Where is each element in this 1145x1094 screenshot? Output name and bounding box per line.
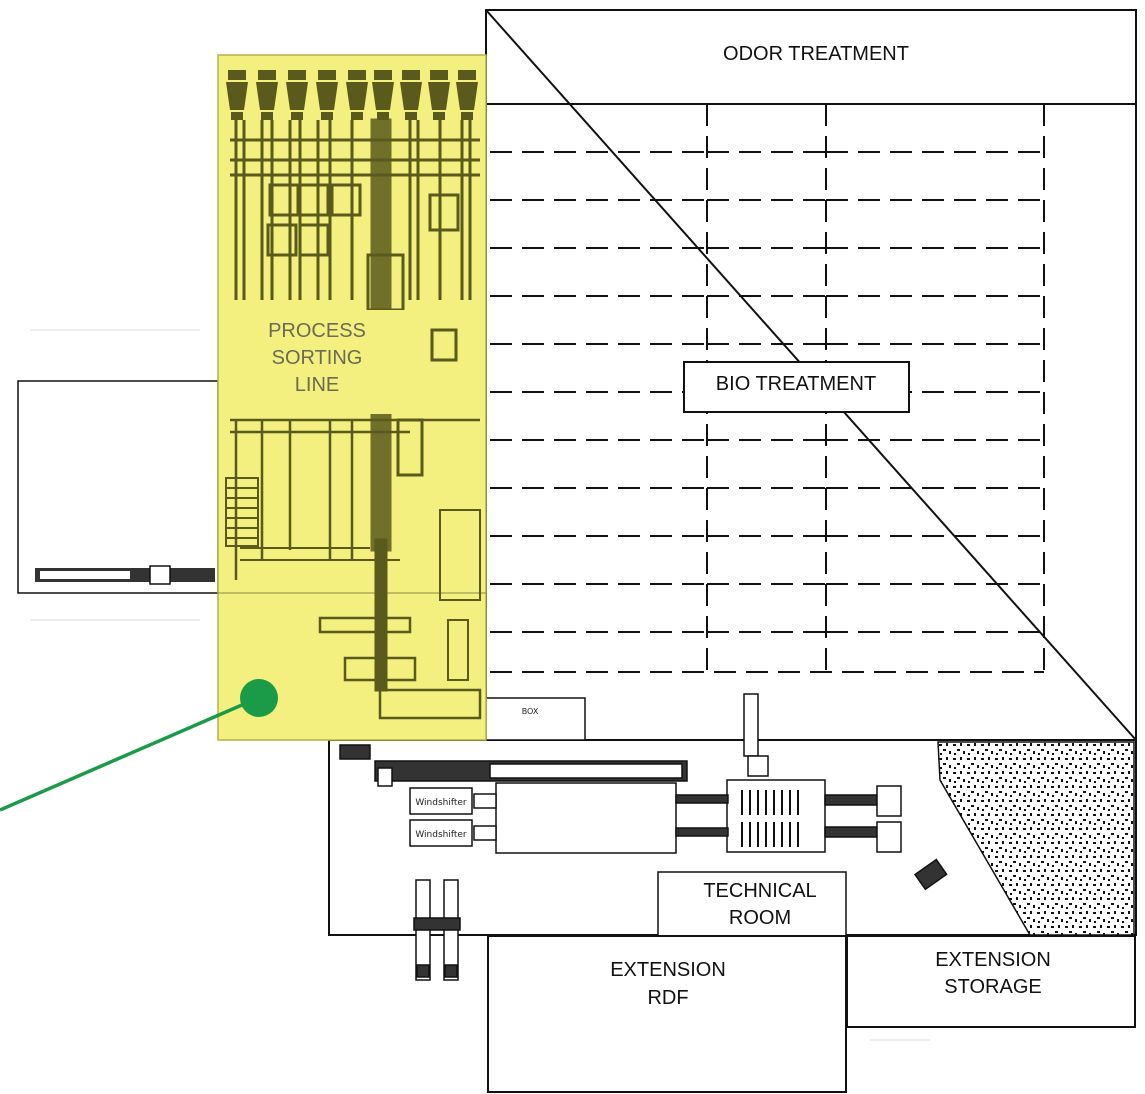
left-stairs: [225, 477, 259, 547]
hopper-cap: [402, 70, 420, 80]
bio-treatment-label: BIO TREATMENT: [716, 373, 876, 395]
hopper-row: [226, 70, 478, 120]
extension-rdf-label-line2: RDF: [647, 987, 688, 1009]
sorting-line-label-line1: PROCESS: [268, 320, 366, 342]
trommel-body: [495, 782, 677, 854]
hopper: [256, 82, 278, 110]
windshifter-label-1: Windshifter: [415, 798, 467, 808]
hopper-outlet: [321, 112, 333, 120]
separator-unit: [726, 779, 826, 853]
hopper-cap: [374, 70, 392, 80]
output-conveyor-bottom: [824, 826, 878, 838]
feed-conveyor: [35, 565, 215, 585]
windshifter-box-1: [409, 787, 473, 815]
windshifter-label-2: Windshifter: [415, 830, 467, 840]
sorting-line-label-panel: [222, 310, 406, 414]
hopper-cap: [288, 70, 306, 80]
extension-rdf: EXTENSION RDF: [487, 935, 847, 1093]
hopper: [428, 82, 450, 110]
tipped-container: [913, 858, 948, 891]
hopper: [456, 82, 478, 110]
sorting-line-machinery: [225, 70, 482, 720]
vertical-conveyors: [230, 120, 480, 300]
separator-fins: [741, 790, 799, 847]
box: BOX: [485, 697, 586, 741]
windshifter-box-2: [409, 819, 473, 847]
sorting-line-label-line3: LINE: [295, 374, 339, 396]
technical-room: TECHNICAL ROOM: [657, 871, 847, 937]
technical-room-label-line2: ROOM: [729, 907, 791, 929]
hopper: [400, 82, 422, 110]
extension-storage-label-line2: STORAGE: [944, 976, 1041, 998]
hopper-cap: [430, 70, 448, 80]
marker-dot: [240, 679, 278, 717]
hopper-outlet: [351, 112, 363, 120]
bio-treatment-lanes: [490, 104, 1045, 673]
hopper-outlet: [461, 112, 473, 120]
hopper-outlet: [231, 112, 243, 120]
extension-storage: EXTENSION STORAGE: [846, 935, 1136, 1028]
odor-treatment-label: ODOR TREATMENT: [723, 43, 909, 65]
hopper: [346, 82, 368, 110]
sorting-line-label-line2: SORTING: [272, 347, 363, 369]
bio-treatment-label-box: BIO TREATMENT: [683, 361, 910, 413]
hopper-outlet: [261, 112, 273, 120]
process-sorting-line-area: PROCESS SORTING LINE: [35, 54, 487, 741]
extension-rdf-label-line1: EXTENSION: [610, 959, 726, 981]
hopper: [372, 82, 394, 110]
box-label: BOX: [522, 707, 539, 716]
hopper-cap: [258, 70, 276, 80]
vertical-feeder: [743, 693, 759, 757]
output-conveyor-top: [824, 794, 878, 806]
location-marker: [0, 679, 278, 812]
hopper-outlet: [433, 112, 445, 120]
hopper-cap: [458, 70, 476, 80]
hopper-outlet: [377, 112, 389, 120]
hopper-cap: [318, 70, 336, 80]
marker-pointer-line: [0, 696, 259, 812]
left-annex: [17, 380, 219, 594]
hopper-outlet: [291, 112, 303, 120]
hopper-cap: [228, 70, 246, 80]
hopper-outlet: [405, 112, 417, 120]
extension-storage-label-line1: EXTENSION: [935, 949, 1051, 971]
background-marks: [30, 329, 930, 1041]
hopper: [226, 82, 248, 110]
lower-machinery: [339, 693, 948, 981]
hopper: [316, 82, 338, 110]
hopper: [286, 82, 308, 110]
hopper-cap: [348, 70, 366, 80]
technical-room-label-line1: TECHNICAL: [703, 880, 816, 902]
